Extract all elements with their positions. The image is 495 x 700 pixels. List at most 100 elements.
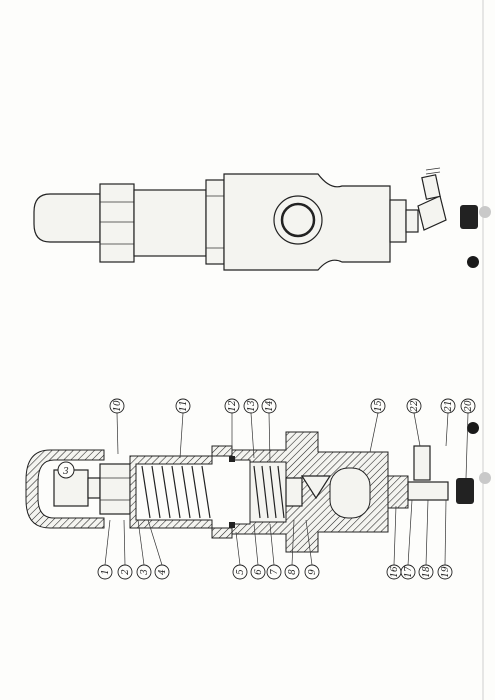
callout-label: 2	[121, 569, 131, 576]
callout-label: 3	[140, 569, 150, 575]
leader-line	[445, 412, 449, 447]
callout-label: 22	[410, 400, 420, 413]
callout-label: 17	[404, 566, 414, 578]
callout-17: 17	[400, 499, 416, 580]
valve-spring	[253, 465, 285, 519]
callout-21: 21	[440, 398, 456, 447]
callout-1: 1	[97, 519, 113, 580]
callout-11: 11	[175, 398, 191, 459]
hex-nut	[99, 183, 135, 263]
outlet-tube	[407, 481, 449, 501]
callout-20: 20	[460, 398, 476, 479]
callout-bubble	[109, 398, 125, 414]
dome-cap-section	[25, 449, 105, 529]
callout-label: 13	[247, 400, 257, 412]
callout-bubble	[243, 398, 259, 414]
callout-10: 10	[109, 398, 125, 455]
callout-bubble	[406, 398, 422, 414]
callout-label: 21	[444, 400, 454, 412]
gauge-adapter	[413, 445, 431, 481]
callout-label: 1	[101, 569, 111, 575]
callout-bubble	[117, 564, 133, 580]
callout-bubble	[154, 564, 170, 580]
collar	[205, 179, 225, 265]
callout-16: 16	[386, 505, 402, 580]
callout-label: 5	[236, 569, 246, 575]
callout-5: 5	[232, 531, 248, 580]
valve-chamber	[249, 461, 287, 523]
callout-bubble	[97, 564, 113, 580]
leader-line	[425, 499, 429, 566]
leader-line	[116, 412, 119, 455]
callout-13: 13	[243, 398, 259, 459]
callout-12: 12	[224, 398, 240, 454]
callout-bubble	[250, 564, 266, 580]
leader-line	[253, 523, 259, 566]
gauge-valve	[417, 195, 447, 231]
leader-line	[235, 531, 241, 566]
callout-label: 18	[422, 566, 432, 578]
outlet-chamber	[329, 467, 371, 519]
callout-18: 18	[418, 499, 434, 580]
callout-label: 20	[464, 400, 474, 413]
leader-line	[137, 519, 145, 566]
section-view-drawing	[25, 431, 474, 553]
leader-line	[369, 412, 379, 453]
callout-19: 19	[437, 499, 453, 580]
callout-14: 14	[261, 398, 277, 463]
knob-section	[456, 478, 474, 504]
callout-label: 6	[254, 569, 264, 575]
leader-line	[268, 412, 271, 463]
callout-label: 8	[288, 569, 298, 575]
leader-line	[291, 519, 295, 566]
callout-bubble	[437, 564, 453, 580]
knurled-knob	[460, 205, 478, 229]
callout-bubble	[418, 564, 434, 580]
callout-label: 10	[113, 400, 123, 412]
callout-bubble	[261, 398, 277, 414]
callout-bubble	[266, 564, 282, 580]
callout-label: 19	[441, 566, 451, 578]
callout-2: 2	[117, 519, 133, 580]
callout-label: 9	[308, 569, 318, 575]
callout-label: 14	[265, 400, 275, 412]
callout-label: 7	[270, 569, 280, 575]
callout-3: 3	[136, 519, 152, 580]
punch-holes	[467, 206, 491, 484]
callout-label: 11	[179, 400, 189, 411]
port-inner	[280, 202, 316, 238]
leader-line	[250, 412, 255, 459]
leader-line	[147, 519, 163, 566]
callout-bubble	[175, 398, 191, 414]
leader-line	[179, 412, 184, 459]
callout-bubble	[304, 564, 320, 580]
callout-4: 4	[147, 519, 170, 580]
leader-line	[269, 523, 275, 566]
locknut	[99, 463, 131, 515]
leader-line	[465, 412, 469, 479]
inner-label-3: 3	[57, 461, 75, 479]
outlet-nut	[389, 199, 407, 243]
callout-bubble	[440, 398, 456, 414]
dome-cap	[33, 193, 101, 243]
callout-bubble	[284, 564, 300, 580]
callout-7: 7	[266, 523, 282, 580]
callout-bubble	[136, 564, 152, 580]
external-view-drawing	[33, 167, 478, 271]
leader-line	[413, 412, 421, 447]
callout-6: 6	[250, 523, 266, 580]
callout-label: 12	[228, 400, 238, 412]
callout-bubble	[232, 564, 248, 580]
callout-8: 8	[284, 519, 300, 580]
callout-15: 15	[369, 398, 386, 453]
callout-bubble	[370, 398, 386, 414]
leader-line	[104, 519, 111, 566]
callout-bubble	[460, 398, 476, 414]
callout-label: 16	[390, 566, 400, 578]
valve-seat	[300, 475, 332, 500]
callout-label: 15	[374, 400, 384, 412]
leader-line	[393, 505, 397, 566]
callout-9: 9	[304, 519, 320, 580]
